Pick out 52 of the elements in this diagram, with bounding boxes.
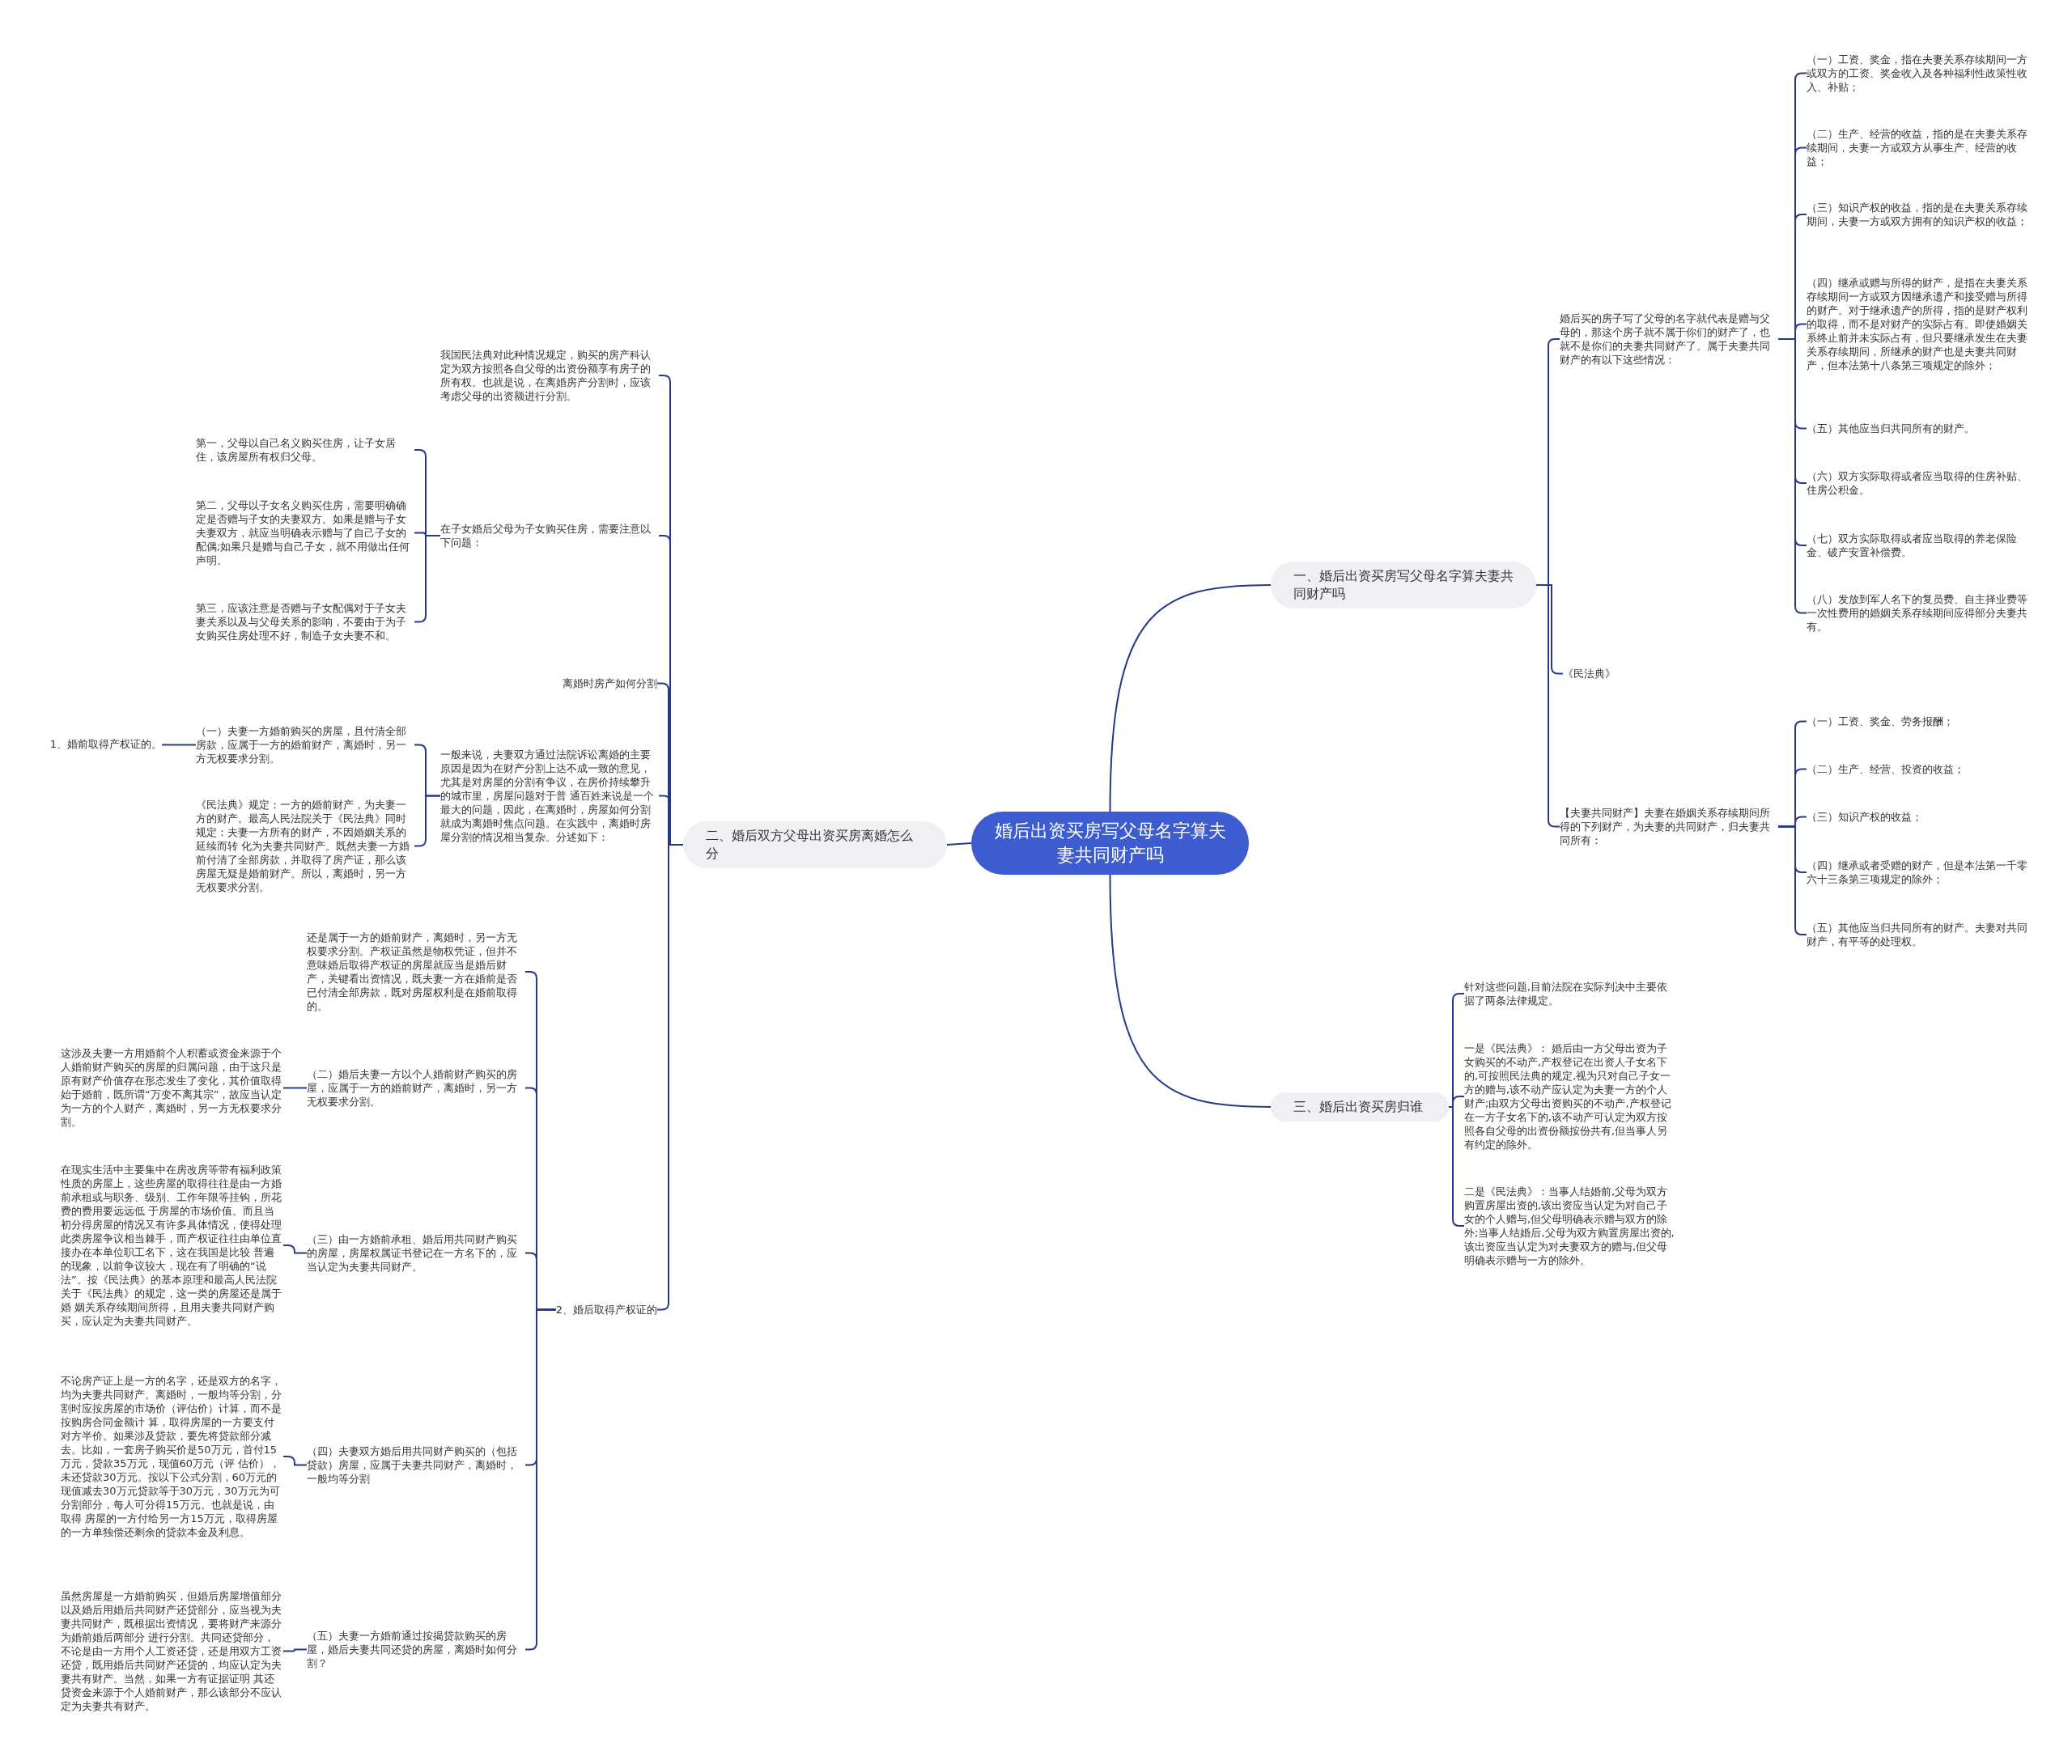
topic-text: 《民法典》 [1563, 667, 1616, 681]
topic-text: （三）由一方婚前承租、婚后用共同财产购买的房屋，房屋权属证书登记在一方名下的，应当认定为夫妻共同财产。 [307, 1232, 525, 1274]
topic-text: （二）生产、经营、投资的收益； [1807, 762, 2033, 776]
topic-text: 这涉及夫妻一方用婚前个人积蓄或资金来源于个人婚前财产购买的房屋的归属问题，由于这只是原有财产价值存在形态发生了变化，其价值取得始于婚前，既所谓“万变不离其宗”，故应当认定为一方的个人财产，离婚时，另一方无权要求分割。 [61, 1046, 283, 1129]
topic-text: 离婚时房产如何分割 [563, 676, 657, 690]
connector-line [946, 842, 972, 846]
topic-text: （六）双方实际取得或者应当取得的住房补贴、住房公积金。 [1807, 469, 2033, 497]
connector-line [282, 1648, 308, 1652]
topic-text: 还是属于一方的婚前财产，离婚时，另一方无权要求分割。产权证虽然是物权凭证，但并不意味婚后取得产权证的房屋就应当是婚后财产，关键看出资情况，既夫妻一方在婚前是否已付清全部房款，既对房屋权利是在婚前取得的。 [307, 931, 525, 1013]
branch-topic: 二、婚后双方父母出资买房离婚怎么分 [683, 821, 947, 868]
topic-text: 在子女婚后父母为子女购买住房，需要注意以下问题： [440, 522, 659, 549]
topic-text: （三）知识产权的收益，指的是在夫妻关系存续期间，夫妻一方或双方拥有的知识产权的收益； [1807, 201, 2033, 228]
connector-line [282, 1245, 308, 1254]
connector-line [1109, 584, 1272, 812]
topic-text: （八）发放到军人名下的复员费、自主择业费等一次性费用的婚姻关系存续期间应得部分夫妻共有。 [1807, 592, 2033, 634]
topic-text: （三）知识产权的收益； [1807, 810, 2033, 824]
topic-text: （一）工资、奖金、劳务报酬； [1807, 715, 2033, 728]
topic-text: 2、婚后取得产权证的 [555, 1303, 657, 1317]
topic-text: 我国民法典对此种情况规定，购买的房产科认定为双方按照各自父母的出资份额享有房子的所有权。也就是说，在离婚房产分割时，应该考虑父母的出资额进行分割。 [440, 348, 659, 403]
topic-text: （四）继承或赠与所得的财产，是指在夫妻关系存续期间一方或双方因继承遗产和接受赠与所得的财产。对于继承遗产的所得，指的是财产权利的取得，而不是对财产的实际占有。即使婚姻关系终止前并未实际占有，但只要继承发生在夫妻关系存续期间，所继承的财产也是夫妻共同财产，但本法第十八条第三项规定的除外； [1807, 276, 2033, 372]
topic-text: 《民法典》规定：一方的婚前财产，为夫妻一方的财产。最高人民法院关于《民法典》同时规定：夫妻一方所有的财产，不因婚姻关系的延续而转 化为夫妻共同财产。既然夫妻一方婚前付清了全部房款，并取得了房产证，那么该房屋无疑是婚前财产。所以，离婚时，另一方无权要求分割。 [196, 798, 414, 894]
connector-line [282, 1087, 308, 1089]
topic-text: （五）夫妻一方婚前通过按揭贷款购买的房屋，婚后夫妻共同还贷的房屋，离婚时如何分割？ [307, 1629, 525, 1670]
topic-text: （七）双方实际取得或者应当取得的养老保险金、破产安置补偿费。 [1807, 532, 2033, 559]
topic-text: （二）生产、经营的收益，指的是在夫妻关系存续期间，夫妻一方或双方从事生产、经营的收益； [1807, 127, 2033, 168]
connector-line [282, 1456, 308, 1466]
topic-text: （五）其他应当归共同所有的财产。 [1807, 422, 2033, 435]
topic-text: 婚后买的房子写了父母的名字就代表是赠与父母的，那这个房子就不属于你们的财产了，也就不是你们的夫妻共同财产了。属于夫妻共同财产的有以下这些情况： [1560, 312, 1778, 367]
topic-text: 一般来说，夫妻双方通过法院诉讼离婚的主要原因是因为在财产分割上达不成一致的意见，尤其是对房屋的分割有争议，在房价持续攀升的城市里，房屋问题对于普 通百姓来说是一个最大的问题，因此，在离婚时，房屋如何分割就成为离婚时焦点问题。在实践中，离婚时房屋分割的情况相当复杂。分述如下： [440, 748, 659, 844]
connector-line [161, 744, 197, 746]
topic-text: （四）夫妻双方婚后用共同财产购买的（包括贷款）房屋，应属于夫妻共同财产，离婚时，一般均等分割 [307, 1444, 525, 1486]
topic-text: 虽然房屋是一方婚前购买，但婚后房屋增值部分以及婚后用婚后共同财产还贷部分，应当视为夫妻共同财产，既根据出资情况，要将财产来源分为婚前婚后两部分 进行分割。共同还贷部分，不论是由一方用个人工资还贷，还是用双方工资还贷，既用婚后共同财产还贷的，均应认定为夫妻共有财产。当然，如果一方有证据证明 其还贷资金来源于个人婚前财产，那么该部分不应认定为夫妻共有财产。 [61, 1589, 283, 1713]
topic-text: 1、婚前取得产权证的。 [49, 737, 162, 751]
branch-topic: 一、婚后出资买房写父母名字算夫妻共同财产吗 [1271, 562, 1536, 608]
topic-text: 第三，应该注意是否赠与子女配偶对于子女夫妻关系以及与父母关系的影响，不要由于为子女购买住房处理不好，制造子女夫妻不和。 [196, 601, 414, 642]
topic-text: 第一，父母以自己名义购买住房，让子女居住，该房屋所有权归父母。 [196, 436, 414, 464]
topic-text: （一）工资、奖金，指在夫妻关系存续期间一方或双方的工资、奖金收入及各种福利性政策性收入、补贴； [1807, 53, 2033, 94]
connector-line [1109, 874, 1272, 1108]
topic-text: 不论房产证上是一方的名字，还是双方的名字，均为夫妻共同财产。离婚时，一般均等分割，分割时应按房屋的市场价（评估价）计算，而不是按购房合同金额计 算，取得房屋的一方要支付对方半价。如果涉及贷款，要先将贷款部分减去。比如，一套房子购买价是50万元，首付15万元，贷款35万元，现值60万元（评 估价），未还贷款30万元。按以下公式分割，60万元的现值减去30万元贷款等于30万元，30万元为可分割部分，每人可分得15万元。也就是说，由取得 房屋的一方付给另一方15万元，取得房屋的一方单独偿还剩余的贷款本金及利息。 [61, 1374, 283, 1539]
topic-text: 二是《民法典》：当事人结婚前,父母为双方购置房屋出资的,该出资应当认定为对自己子女的个人赠与,但父母明确表示赠与双方的除外;当事人结婚后,父母为双方购置房屋出资的,该出资应当认定为对夫妻双方的赠与,但父母明确表示赠与一方的除外。 [1464, 1185, 1676, 1267]
topic-text: 一是《民法典》： 婚后由一方父母出资为子女购买的不动产,产权登记在出资人子女名下的,可按照民法典的规定,视为只对自己子女一方的赠与,该不动产应认定为夫妻一方的个人财产;由双方父母出资购买的不动产,产权登记在一方子女名下的,该不动产可认定为双方按照各自父母的出资份额按份共有,但当事人另有约定的除外。 [1464, 1041, 1676, 1151]
branch-topic: 三、婚后出资买房归谁 [1271, 1092, 1449, 1122]
topic-text: 【夫妻共同财产】夫妻在婚姻关系存续期间所得的下列财产，为夫妻的共同财产，归夫妻共同所有： [1560, 806, 1778, 847]
central-topic: 婚后出资买房写父母名字算夫妻共同财产吗 [971, 812, 1249, 875]
topic-text: 第二，父母以子女名义购买住房，需要明确确定是否赠与子女的夫妻双方。如果是赠与子女夫妻双方，就应当明确表示赠与了自己子女的配偶;如果只是赠与自己子女，就不用做出任何声明。 [196, 498, 414, 567]
topic-text: （二）婚后夫妻一方以个人婚前财产购买的房屋，应属于一方的婚前财产，离婚时，另一方无权要求分割。 [307, 1067, 525, 1109]
topic-text: （一）夫妻一方婚前购买的房屋，且付清全部房款，应属于一方的婚前财产，离婚时，另一方无权要求分割。 [196, 724, 414, 765]
topic-text: 针对这些问题,目前法院在实际判决中主要依据了两条法律规定。 [1464, 980, 1676, 1007]
topic-text: （五）其他应当归共同所有的财产。夫妻对共同财产，有平等的处理权。 [1807, 921, 2033, 948]
topic-text: （四）继承或者受赠的财产，但是本法第一千零六十三条第三项规定的除外； [1807, 859, 2033, 886]
connector-line [1535, 584, 1560, 828]
topic-text: 在现实生活中主要集中在房改房等带有福利政策性质的房屋上，这些房屋的取得往往是由一方婚前承租或与职务、级别、工作年限等挂钩，所花费的费用要远远低 于房屋的市场价值。而且当初分得房屋的情况又有许多具体情况，使得处理此类房屋争议相当棘手，而产权证往往由单位直接办在本单位职工名下，这在我国是比较 普遍的现象，以前争议较大，现在有了明确的“说法”。按《民法典》的基本原理和最高人民法院关于《民法典》的规定，这一类的房屋还是属于婚 姻关系存续期间所得，且用夫妻共同财产购买，应认定为夫妻共同财产。 [61, 1163, 283, 1328]
